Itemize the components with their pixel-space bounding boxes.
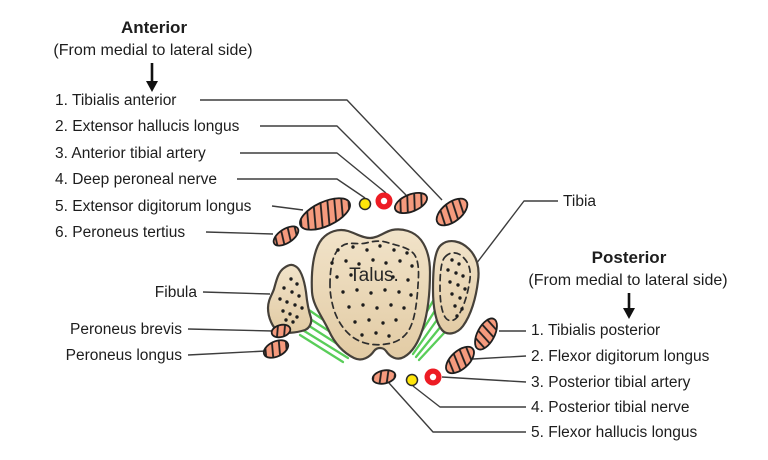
- talus-stipple-dots: [330, 244, 414, 338]
- tendon-flexor-digitorum-longus: [445, 345, 475, 375]
- tendon-peroneus-longus: [262, 339, 290, 359]
- label-flexor-digitorum-longus: 2. Flexor digitorum longus: [531, 348, 710, 365]
- leader-peroneus-longus: [187, 350, 267, 356]
- anterior-subtitle: (From medial to lateral side): [53, 42, 252, 59]
- label-peroneus-brevis: Peroneus brevis: [70, 321, 182, 338]
- tendon-peroneus-tertius: [272, 225, 300, 247]
- label-peroneus-tertius: 6. Peroneus tertius: [55, 224, 185, 241]
- fibula-stipple-dots: [278, 277, 304, 324]
- posterior-title: Posterior: [592, 248, 667, 267]
- nerves: [358, 197, 419, 387]
- tendon-flexor-hallucis-longus: [371, 369, 397, 385]
- leader-deep-peroneal-nerve: [237, 178, 366, 199]
- leader-extensor-digitorum-longus: [271, 205, 304, 211]
- label-fibula: Fibula: [155, 284, 198, 301]
- anterior-title: Anterior: [121, 18, 188, 37]
- tendon-extensor-hallucis-longus: [394, 191, 428, 215]
- anterior-heading: Anterior (From medial to lateral side): [53, 18, 253, 92]
- label-tibialis-posterior: 1. Tibialis posterior: [531, 322, 660, 339]
- leader-lines: [187, 99, 558, 433]
- anterior-label-list: 1. Tibialis anterior 2. Extensor halluci…: [55, 92, 252, 241]
- leader-peroneus-brevis: [187, 328, 274, 332]
- label-extensor-digitorum-longus: 5. Extensor digitorum longus: [55, 198, 252, 215]
- label-deep-peroneal-nerve: 4. Deep peroneal nerve: [55, 171, 217, 188]
- leader-fibula: [202, 291, 271, 295]
- tendon-tibialis-anterior: [435, 197, 469, 227]
- tendon-peroneus-brevis: [270, 323, 292, 339]
- posterior-tibial-nerve-dot: [405, 373, 419, 387]
- tibia-stipple-dots: [446, 258, 467, 318]
- label-posterior-tibial-nerve: 4. Posterior tibial nerve: [531, 399, 690, 416]
- fibula-bone: [266, 263, 313, 334]
- deep-peroneal-nerve-dot: [358, 197, 372, 211]
- leader-posterior-tibial-nerve: [412, 385, 526, 408]
- label-peroneus-longus: Peroneus longus: [66, 347, 183, 364]
- label-flexor-hallucis-longus: 5. Flexor hallucis longus: [531, 424, 698, 441]
- label-tibialis-anterior: 1. Tibialis anterior: [55, 92, 176, 109]
- tendon-tibialis-posterior: [474, 317, 498, 351]
- left-label-group: Fibula Peroneus brevis Peroneus longus: [66, 284, 198, 364]
- posterior-label-list: 1. Tibialis posterior 2. Flexor digitoru…: [531, 322, 710, 441]
- leader-peroneus-tertius: [205, 231, 274, 235]
- leader-tibia: [475, 200, 558, 265]
- talus-inner-dashed-outline: [329, 240, 420, 346]
- artery-lumens: [380, 197, 437, 381]
- leader-tibialis-anterior: [200, 99, 443, 201]
- label-anterior-tibial-artery: 3. Anterior tibial artery: [55, 145, 206, 162]
- tendon-cross-sections: [262, 191, 498, 385]
- posterior-heading: Posterior (From medial to lateral side): [528, 248, 728, 319]
- label-extensor-hallucis-longus: 2. Extensor hallucis longus: [55, 118, 240, 135]
- label-tibia: Tibia: [563, 193, 596, 210]
- leader-flexor-digitorum-longus: [472, 355, 527, 360]
- tibia-bone: [431, 239, 480, 335]
- label-talus: Talus.: [349, 265, 399, 286]
- tendon-extensor-digitorum-longus: [299, 197, 351, 231]
- leader-posterior-tibial-artery: [441, 376, 527, 383]
- label-posterior-tibial-artery: 3. Posterior tibial artery: [531, 374, 691, 391]
- leader-flexor-hallucis-longus: [388, 382, 526, 433]
- leader-extensor-hallucis-longus: [260, 125, 407, 196]
- bones: [266, 228, 480, 361]
- posterior-subtitle: (From medial to lateral side): [528, 272, 727, 289]
- leader-anterior-tibial-artery: [240, 152, 387, 194]
